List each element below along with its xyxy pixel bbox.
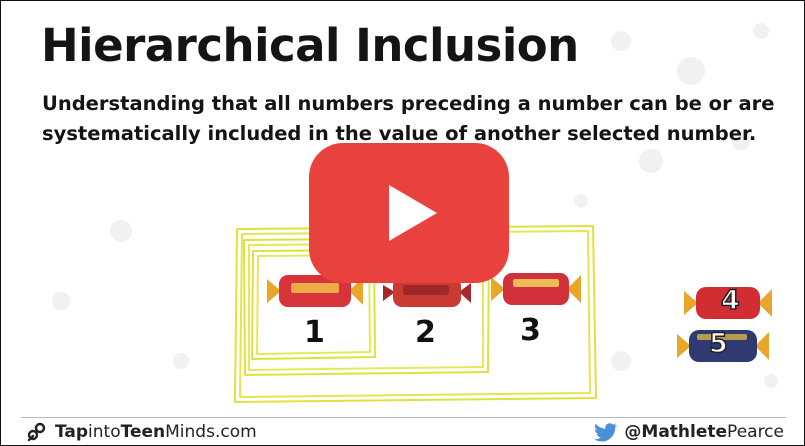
play-button[interactable]: [309, 143, 509, 283]
brand-link[interactable]: Tap into Teen Minds.com: [27, 422, 257, 442]
candy-2-icon: [383, 277, 471, 307]
candy-5-label: 5: [708, 327, 728, 360]
slide-subtitle: Understanding that all numbers preceding…: [42, 92, 775, 145]
twitter-pearce: Pearce: [727, 422, 784, 442]
label-3: 3: [520, 313, 541, 348]
brand-part-teen: Teen: [120, 422, 166, 442]
candy-1-icon: [267, 275, 363, 307]
candy-3-icon: [491, 273, 581, 305]
twitter-handle-link[interactable]: @ Mathlete Pearce: [594, 422, 784, 442]
twitter-bird-icon: [594, 422, 618, 442]
candy-5-icon: [677, 330, 769, 362]
twitter-at: @: [624, 422, 642, 442]
label-1: 1: [304, 315, 325, 350]
link-icon: [27, 422, 47, 442]
slide-title: Hierarchical Inclusion: [41, 19, 579, 72]
twitter-mathlete: Mathlete: [641, 422, 728, 442]
brand-part-minds: Minds.com: [165, 422, 257, 442]
footer-divider: [21, 417, 786, 418]
candy-4-label: 4: [720, 284, 740, 317]
brand-part-into: into: [88, 422, 121, 442]
candy-4-icon: [684, 287, 772, 319]
brand-part-tap: Tap: [55, 422, 89, 442]
label-2: 2: [415, 315, 436, 350]
